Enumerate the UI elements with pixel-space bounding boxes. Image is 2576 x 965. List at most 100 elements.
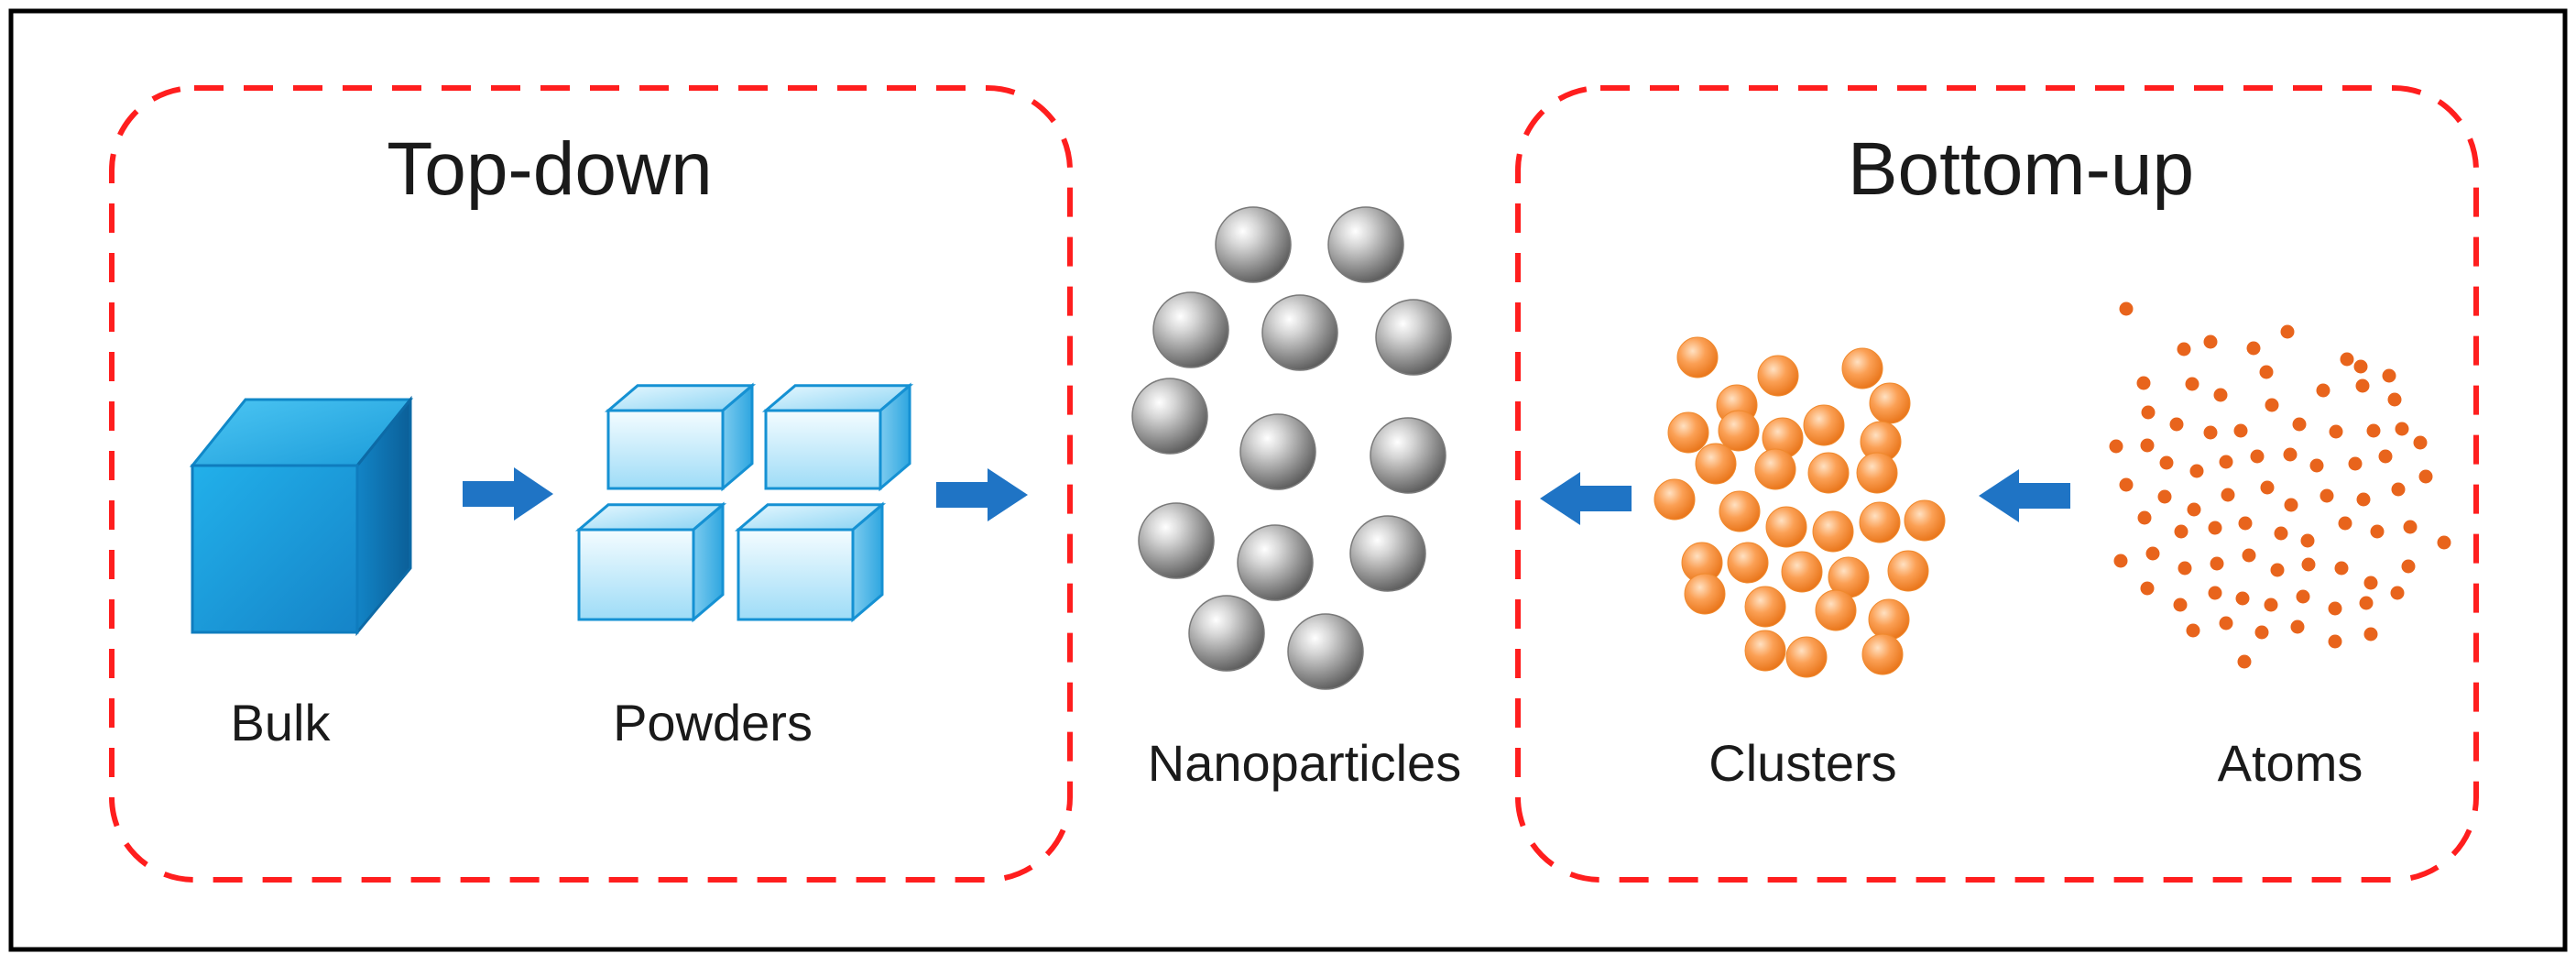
atom [2203, 334, 2218, 349]
atom [2328, 601, 2342, 616]
atom [2387, 392, 2402, 407]
atom [2292, 417, 2307, 432]
bottom-up-panel [1515, 85, 2479, 883]
powder-cube [604, 382, 757, 492]
atom [2274, 526, 2288, 541]
atom [2140, 581, 2155, 596]
atom [2328, 634, 2342, 649]
atom [2159, 455, 2174, 470]
atom [2189, 464, 2204, 478]
atom [2145, 546, 2160, 561]
atom [2265, 398, 2279, 412]
atom [2186, 623, 2200, 638]
atom [2363, 576, 2378, 590]
nanoparticles-cluster [1131, 206, 1452, 690]
atom [2437, 535, 2451, 550]
atom [2283, 447, 2298, 462]
atom [2219, 616, 2233, 631]
cluster-particle [1868, 598, 1910, 641]
atoms-scatter [2109, 302, 2451, 669]
atom [2309, 458, 2324, 473]
atoms-label: Atoms [2218, 734, 2363, 792]
atom [2378, 449, 2393, 464]
atom [2418, 469, 2433, 484]
atom [2340, 352, 2354, 367]
arrow-bulk-to-powders-icon [463, 467, 553, 521]
atom [2338, 516, 2352, 531]
nanoparticle [1138, 502, 1215, 579]
nanoparticle [1261, 294, 1338, 371]
cluster-particle [1757, 355, 1799, 397]
atom [2136, 376, 2151, 390]
nanoparticle [1239, 413, 1316, 490]
powders-cubes-icon [574, 382, 914, 623]
cluster-particle [1676, 336, 1719, 378]
nanoparticle [1327, 206, 1404, 283]
cluster-particle [1781, 551, 1823, 593]
atom [2235, 591, 2250, 606]
atom [2203, 425, 2218, 440]
arrow-powders-to-nanoparticles-icon [936, 468, 1028, 521]
atom [2353, 359, 2368, 374]
atom [2316, 383, 2330, 398]
atom [2284, 498, 2298, 512]
atom [2169, 417, 2184, 432]
atom [2264, 598, 2278, 612]
atom [2221, 488, 2235, 502]
atom [2356, 492, 2371, 507]
atom [2366, 423, 2381, 438]
atom [2290, 620, 2305, 634]
cluster-particle [1684, 573, 1726, 615]
bulk-label: Bulk [231, 694, 332, 751]
atom [2270, 563, 2285, 577]
cluster-particle [1815, 589, 1857, 631]
cluster-particle [1887, 550, 1929, 592]
atom [2413, 435, 2428, 450]
cluster-particle [1859, 501, 1901, 543]
cluster-particle [1807, 452, 1850, 494]
atom [2246, 341, 2261, 356]
atom [2177, 342, 2191, 356]
powders-label: Powders [613, 694, 813, 751]
cluster-particle [1765, 506, 1807, 548]
atom [2213, 388, 2228, 402]
atom [2113, 554, 2128, 568]
orange-clusters-group [1654, 336, 1946, 678]
nanoparticle [1215, 206, 1292, 283]
cluster-particle [1719, 490, 1761, 532]
atom [2157, 489, 2172, 504]
atom [2260, 480, 2275, 495]
atom [2259, 365, 2274, 379]
atom [2233, 423, 2248, 438]
atom [2119, 302, 2134, 316]
atom [2208, 521, 2222, 535]
cluster-particle [1718, 410, 1760, 452]
atom [2119, 477, 2134, 492]
cluster-particle [1841, 347, 1883, 389]
atom [2208, 586, 2222, 600]
nanoparticle [1370, 417, 1446, 494]
atom [2219, 455, 2233, 469]
atom [2187, 502, 2201, 517]
arrow-clusters-to-nanoparticles-icon [1540, 472, 1632, 525]
arrow-atoms-to-clusters-icon [1979, 469, 2070, 522]
atom [2178, 561, 2192, 576]
nanoparticle [1131, 378, 1208, 455]
atom [2141, 405, 2156, 420]
cluster-particle [1727, 542, 1769, 584]
atom [2296, 589, 2310, 604]
atom [2401, 559, 2416, 574]
cluster-particle [1904, 499, 1946, 542]
cluster-particle [1812, 510, 1854, 553]
atom [2300, 533, 2315, 548]
cluster-particle [1695, 443, 1737, 485]
atom [2390, 586, 2405, 600]
nanoparticle [1188, 595, 1265, 672]
atom [2210, 556, 2224, 571]
powder-cube [574, 501, 727, 623]
atom [2185, 377, 2199, 391]
atom [2403, 520, 2418, 534]
nanoparticle [1287, 613, 1364, 690]
